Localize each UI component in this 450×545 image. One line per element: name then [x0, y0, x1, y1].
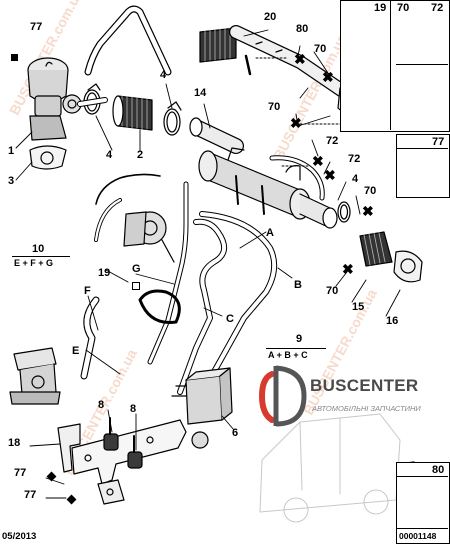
cross-marker: ✖: [362, 203, 374, 219]
callout-2: 2: [137, 149, 144, 161]
marker-square: [11, 54, 18, 61]
cross-marker: ✖: [322, 69, 334, 85]
callout-4: 4: [160, 69, 167, 81]
cross-marker: ✖: [312, 153, 324, 169]
equation-rule: [266, 348, 326, 349]
callout-70: 70: [326, 285, 339, 297]
inset-header-72: 72: [431, 2, 444, 14]
fasteners-inset-mid: [396, 134, 450, 198]
callout-8: 8: [98, 399, 105, 411]
hose-loop: [138, 289, 181, 325]
callout-E: E: [72, 345, 80, 357]
hose-clamp: [337, 201, 351, 223]
vacuum-pump: [123, 211, 175, 263]
callout-20: 20: [264, 11, 277, 23]
callout-4: 4: [352, 173, 359, 185]
buscenter-logo-mark: [258, 365, 307, 427]
callout-16: 16: [386, 315, 399, 327]
callout-6: 6: [232, 427, 239, 439]
marker-square-outline: [132, 282, 140, 290]
callout-3: 3: [8, 175, 15, 187]
inset-header-77: 77: [432, 136, 445, 148]
callout-10: 10: [32, 243, 45, 255]
callout-77: 77: [24, 489, 37, 501]
callout-70: 70: [314, 43, 327, 55]
corrugated-hose: [359, 231, 393, 267]
fasteners-inset-top: [340, 0, 450, 132]
leader-lines: [15, 29, 401, 499]
callout-80: 80: [296, 23, 309, 35]
cross-marker: ✖: [294, 51, 306, 67]
cross-marker: ✖: [324, 167, 336, 183]
cross-marker: ✖: [342, 261, 354, 277]
egr-valve: [27, 57, 82, 141]
callout-1: 1: [8, 145, 15, 157]
callout-18: 18: [8, 437, 21, 449]
callout-19: 19: [98, 267, 111, 279]
callout-70: 70: [364, 185, 377, 197]
flange-gasket: [393, 250, 423, 283]
callout-72: 72: [326, 135, 339, 147]
solenoid-valve: [171, 367, 233, 449]
buscenter-logo-text: BUSCENTER: [310, 376, 419, 395]
buscenter-logo-subtitle: АВТОМОБІЛЬНІ ЗАПЧАСТИНИ: [312, 404, 421, 413]
inset-divider: [390, 0, 391, 130]
mounting-bracket: [57, 419, 187, 505]
connecting-pipe: [189, 117, 244, 154]
callout-72: 72: [348, 153, 361, 165]
callout-70: 70: [268, 101, 281, 113]
callout-4: 4: [106, 149, 113, 161]
callout-15: 15: [352, 301, 365, 313]
callout-14: 14: [194, 87, 207, 99]
callout-G: G: [132, 263, 141, 275]
callout-8: 8: [130, 403, 137, 415]
footer-date: 05/2013: [2, 531, 37, 542]
inset-header-19: 19: [374, 2, 387, 14]
cross-marker: ✖: [290, 115, 302, 131]
inset-divider: [396, 64, 448, 65]
egr-cooler: [198, 147, 338, 229]
egr-valve-lower: [9, 347, 61, 405]
inset-header-80: 80: [432, 464, 445, 476]
hose-clamp: [163, 101, 182, 136]
callout-F: F: [84, 285, 91, 297]
inset-divider: [396, 528, 448, 529]
equation-10: E + F + G: [14, 258, 54, 268]
gasket: [29, 145, 67, 170]
callout-B: B: [294, 279, 302, 291]
inset-divider: [396, 476, 448, 477]
equation-9: A + B + C: [268, 350, 308, 360]
van-sketch: [259, 413, 401, 523]
callout-9: 9: [296, 333, 303, 345]
inset-header-70: 70: [397, 2, 410, 14]
callout-77: 77: [30, 21, 43, 33]
rubber-mount: [103, 417, 119, 451]
corrugated-hose: [112, 95, 153, 131]
inset-divider: [396, 148, 448, 149]
equation-rule: [12, 256, 70, 257]
flexible-pipe: [199, 25, 363, 116]
diagram-reference: 00001148: [399, 531, 437, 541]
fasteners-inset-bot: [396, 462, 450, 544]
callout-A: A: [266, 227, 274, 239]
vacuum-lines: [80, 173, 278, 395]
callout-77: 77: [14, 467, 27, 479]
callout-C: C: [226, 313, 234, 325]
rubber-mount: [127, 435, 143, 469]
